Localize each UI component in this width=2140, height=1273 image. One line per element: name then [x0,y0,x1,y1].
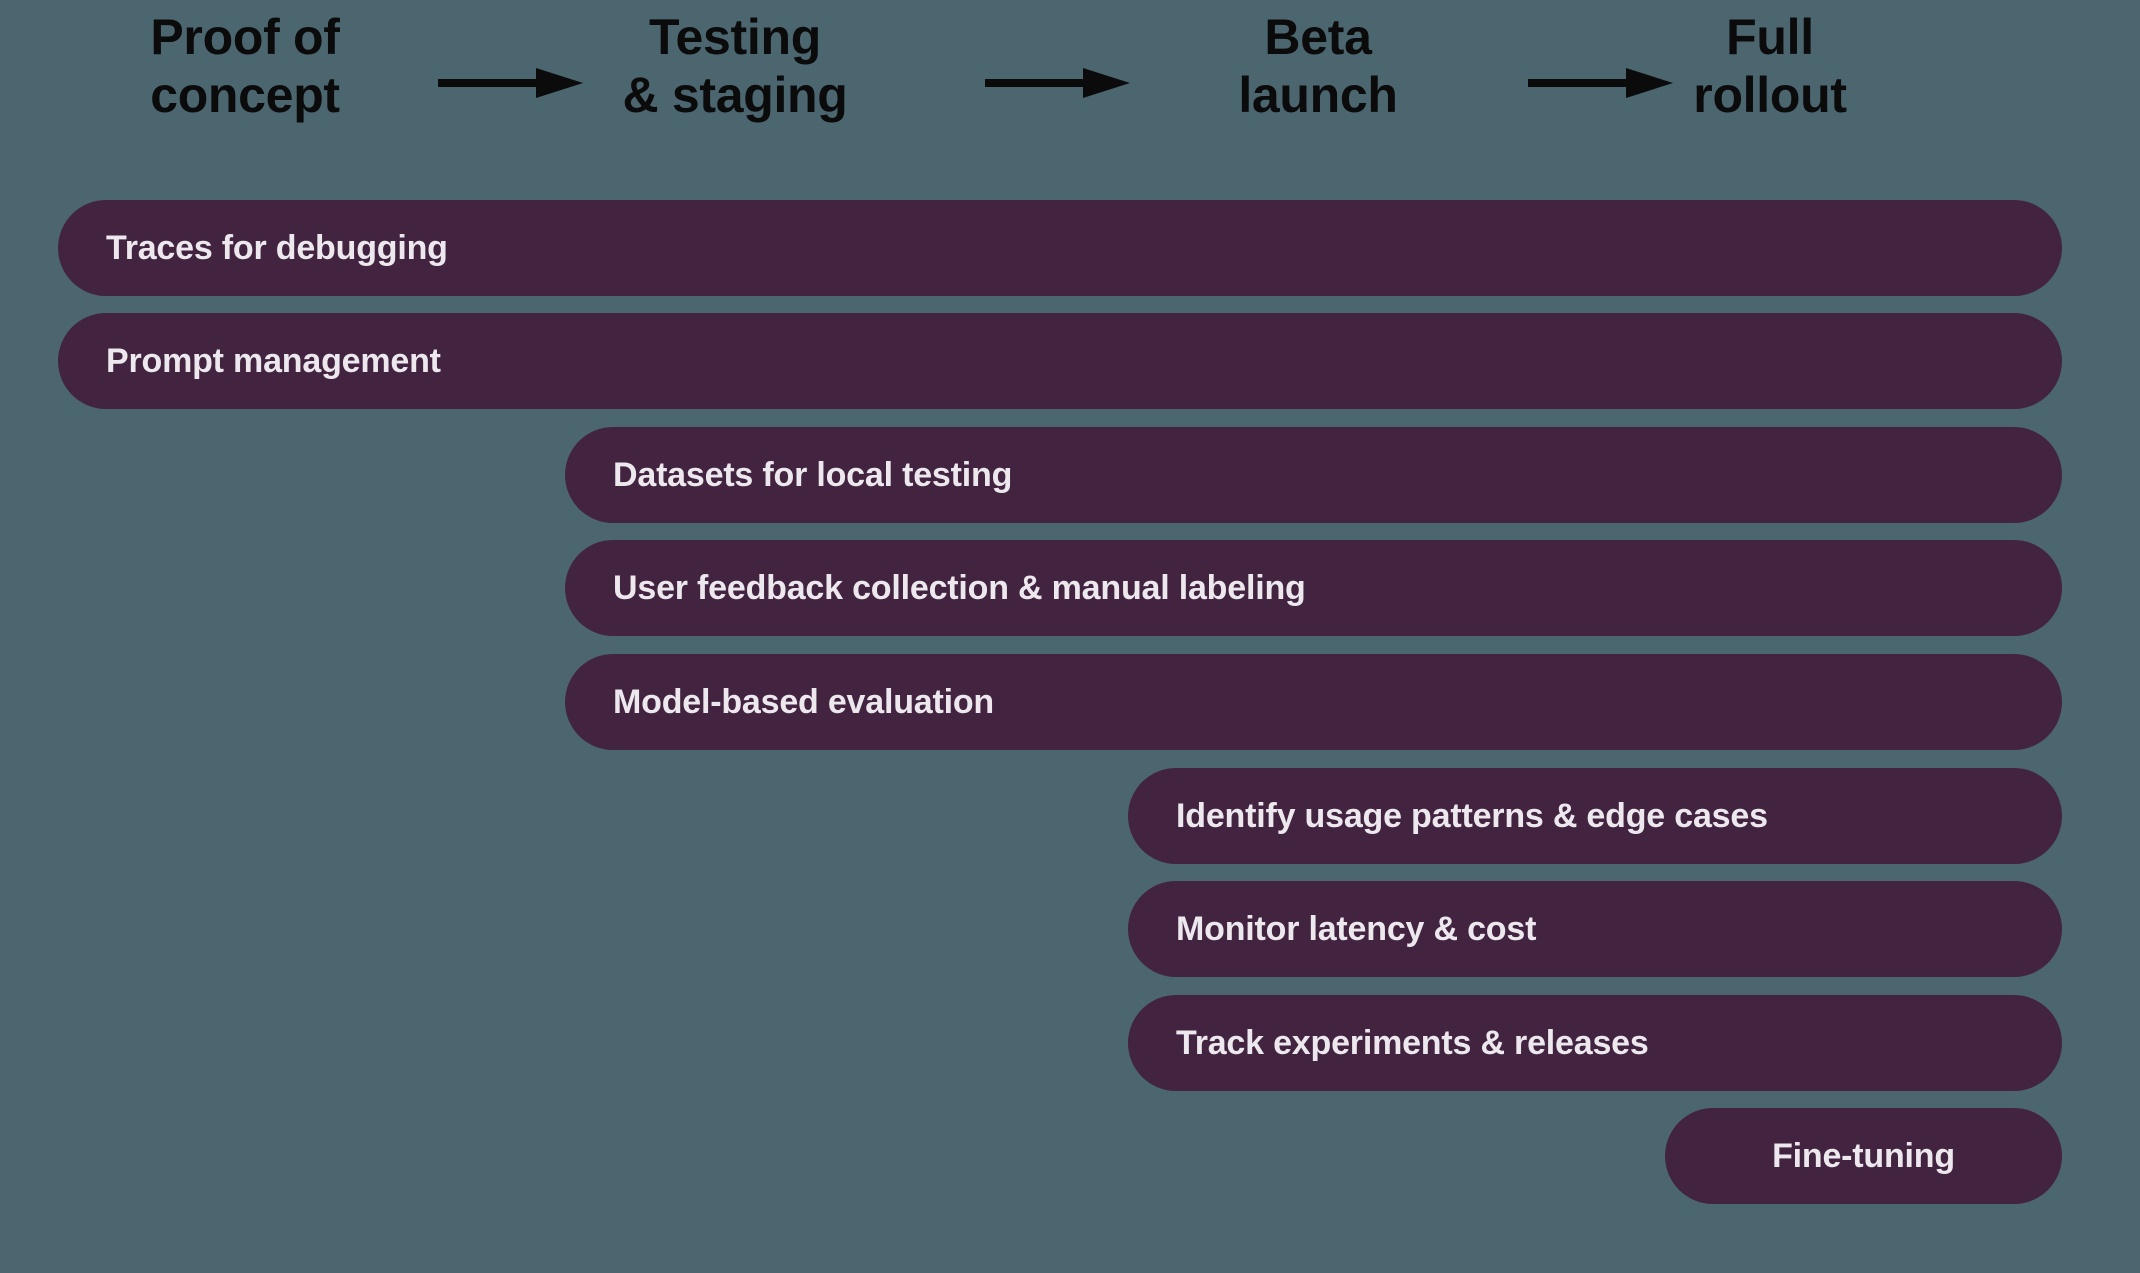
stage-label-testing-and-staging: Testing & staging [622,9,848,123]
stage-header-row: Proof of concept Testing & staging Beta … [0,0,2140,175]
lane-pill-fine-tuning: Fine-tuning [1665,1108,2062,1204]
lane-pill-track-experiments-and-releases: Track experiments & releases [1128,995,2062,1091]
lane-pill-monitor-latency-and-cost: Monitor latency & cost [1128,881,2062,977]
arrow-right-icon [985,66,1130,100]
lane-pill-label: Traces for debugging [106,228,448,267]
lane-pill-label: Datasets for local testing [613,455,1013,494]
lane-pill-datasets-for-local-testing: Datasets for local testing [565,427,2062,523]
lane-pill-label: User feedback collection & manual labeli… [613,568,1306,607]
lane-pill-label: Fine-tuning [1772,1136,1955,1175]
lane-pill-label: Monitor latency & cost [1176,909,1537,948]
lane-pill-label: Identify usage patterns & edge cases [1176,796,1768,835]
lane-pill-user-feedback-collection: User feedback collection & manual labeli… [565,540,2062,636]
lane-pill-label: Model-based evaluation [613,682,995,721]
lane-pill-model-based-evaluation: Model-based evaluation [565,654,2062,750]
lane-pill-identify-usage-patterns: Identify usage patterns & edge cases [1128,768,2062,864]
lane-pill-label: Track experiments & releases [1176,1023,1649,1062]
lane-pill-label: Prompt management [106,341,441,380]
stage-label-beta-launch: Beta launch [1238,9,1398,123]
lane-pill-traces-for-debugging: Traces for debugging [58,200,2062,296]
arrow-right-icon [438,66,583,100]
stage-label-full-rollout: Full rollout [1693,9,1847,123]
stage-label-proof-of-concept: Proof of concept [150,9,340,123]
lane-pill-prompt-management: Prompt management [58,313,2062,409]
arrow-right-icon [1528,66,1673,100]
